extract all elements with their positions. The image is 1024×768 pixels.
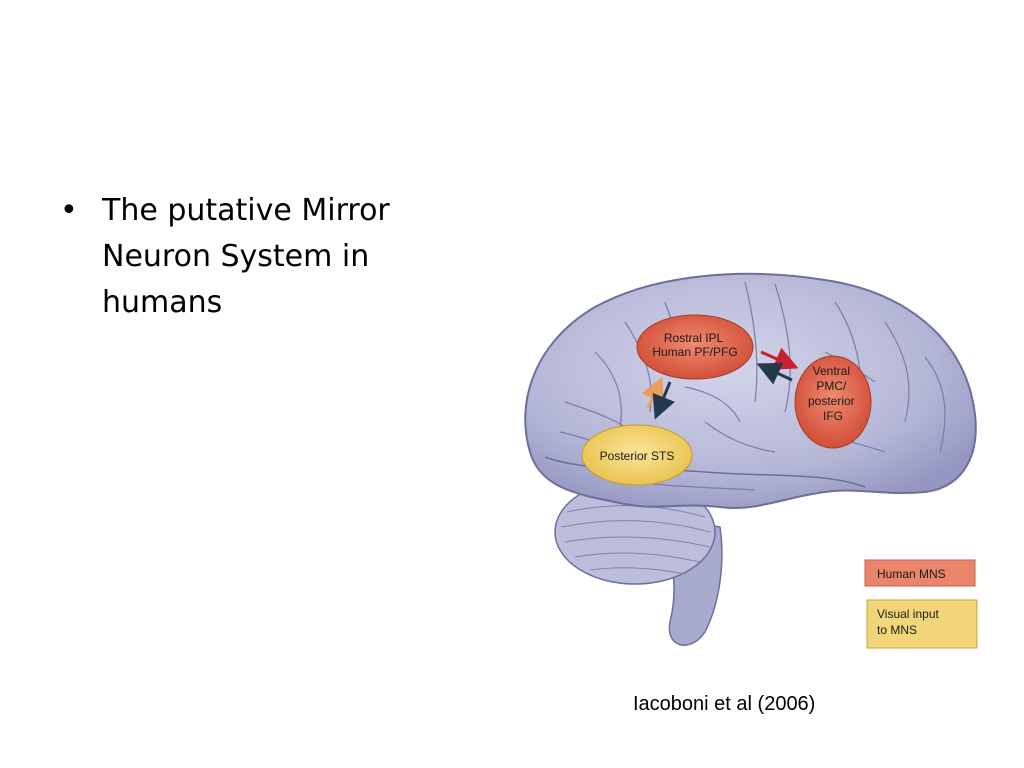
bullet-text: The putative Mirror Neuron System in hum… [102,193,390,320]
arrow-ipl-to-pmc [760,347,799,370]
rostral-ipl-label: Rostral IPL Human PF/PFG [652,331,737,359]
legend-human-mns-swatch [864,559,976,587]
arrow-ipl-to-sts [652,381,675,420]
legend: Human MNS Visual input to MNS [864,559,978,649]
rostral-ipl-region [636,314,754,380]
cerebellum-folds [560,505,711,575]
legend-visual-input-label: Visual input to MNS [877,607,942,637]
bullet-marker: • [60,193,78,228]
citation: Iacoboni et al (2006) [633,693,816,715]
ventral-pmc-label: Ventral PMC/ posterior IFG [808,364,858,423]
legend-visual-input-swatch [866,599,978,649]
bullet-list: • The putative Mirror Neuron System in h… [60,188,440,326]
brain-diagram: Rostral IPL Human PF/PFG Ventral PMC/ po… [505,262,985,657]
bullet-item: • The putative Mirror Neuron System in h… [60,188,440,326]
arrow-pmc-to-ipl [756,362,793,385]
brain-diagram-svg: Rostral IPL Human PF/PFG Ventral PMC/ po… [524,272,978,649]
posterior-sts-region [581,424,693,486]
legend-human-mns-label: Human MNS [877,567,946,581]
posterior-sts-label: Posterior STS [600,449,675,463]
ventral-pmc-region [794,355,872,449]
